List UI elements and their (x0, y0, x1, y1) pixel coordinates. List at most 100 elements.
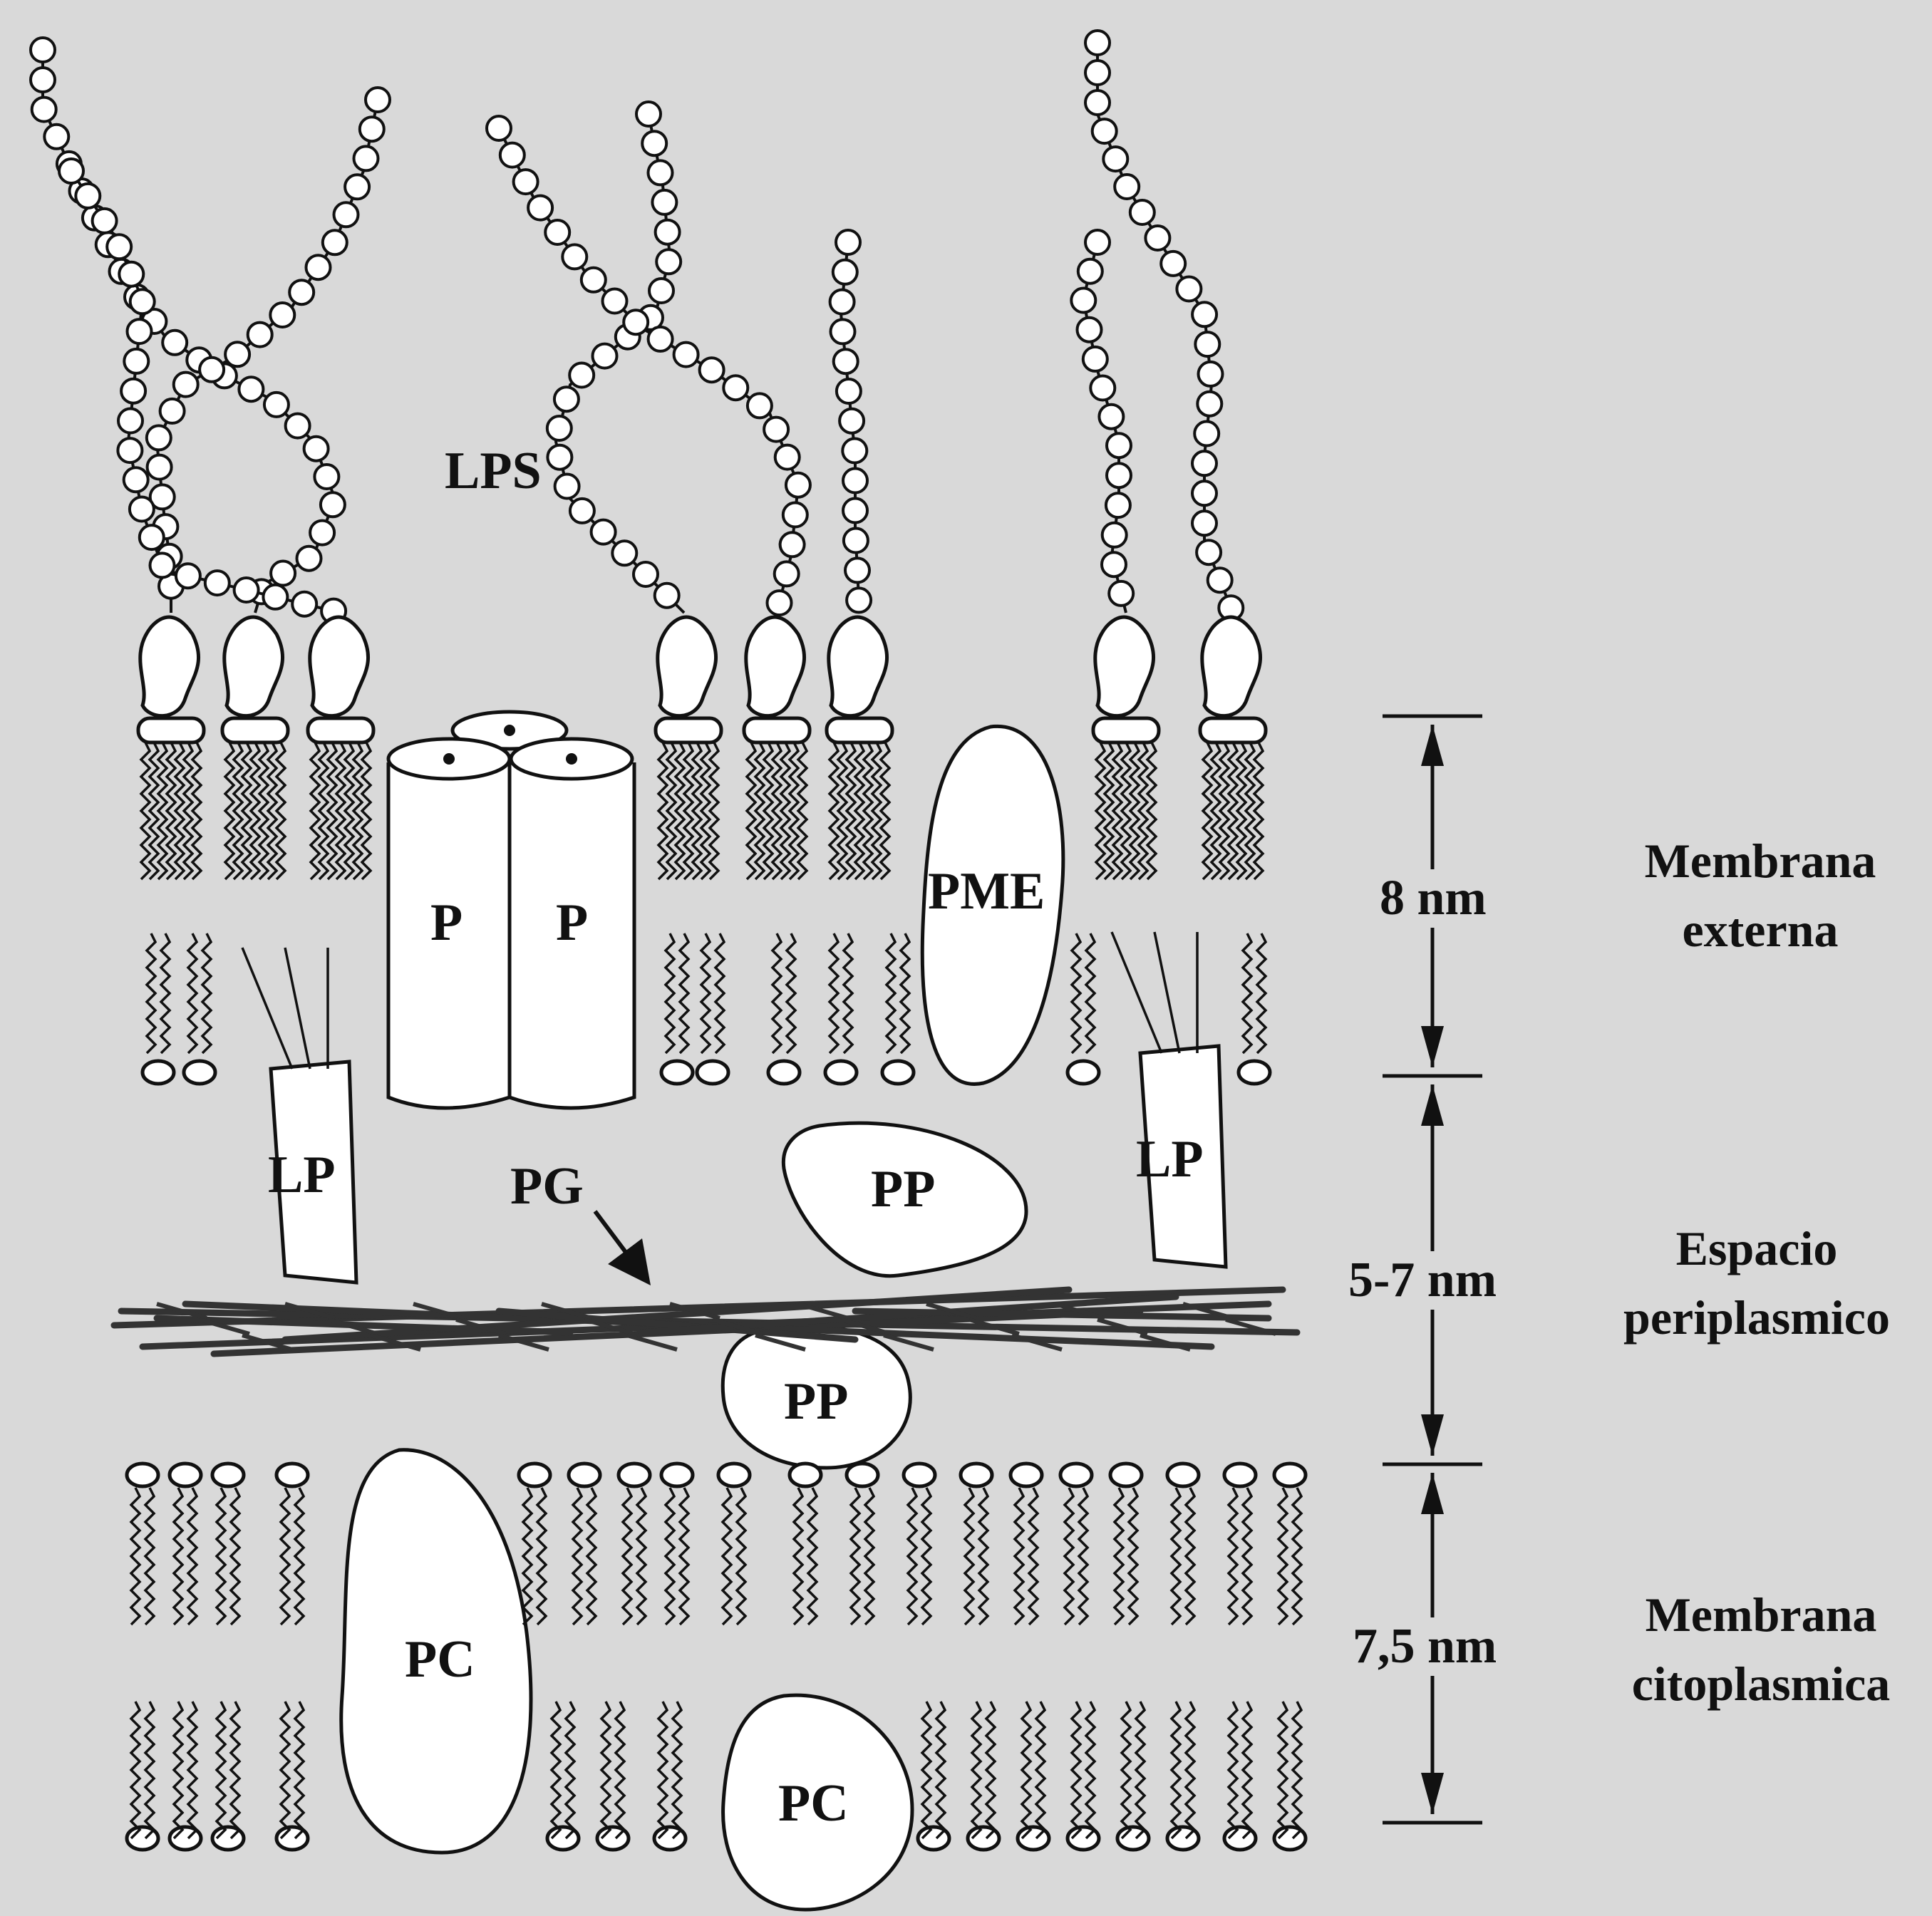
phosphate-head (1167, 1464, 1199, 1486)
lps-core (224, 617, 283, 716)
phospholipid (127, 1702, 158, 1850)
sugar-bead (842, 439, 867, 463)
sugar-bead (263, 585, 287, 609)
phosphate-head (847, 1464, 878, 1486)
fatty-acid-tail (1086, 933, 1095, 1053)
sugar-bead (366, 88, 390, 112)
sugar-bead (487, 116, 511, 140)
sugar-bead (545, 220, 569, 244)
sugar-bead (547, 445, 572, 470)
periplasm-caption: Espacio periplasmico (1582, 1214, 1931, 1352)
sugar-bead (642, 131, 666, 155)
sugar-bead (323, 230, 347, 254)
phospholipid (661, 933, 693, 1084)
inner-membrane-caption-line2: citoplasmica (1591, 1650, 1931, 1719)
sugar-bead (780, 532, 805, 556)
sugar-bead (723, 376, 748, 400)
sugar-bead (174, 373, 198, 397)
phosphate-head (1068, 1061, 1099, 1084)
sugar-bead (248, 323, 272, 347)
sugar-bead (612, 541, 636, 565)
fatty-acid-tail (147, 933, 155, 1053)
sugar-bead (528, 196, 552, 220)
phospholipid (277, 1464, 308, 1625)
sugar-bead (128, 319, 152, 343)
sugar-bead (292, 592, 316, 616)
lipid-a-head (1093, 718, 1159, 742)
sugar-bead (837, 379, 861, 403)
lipid-a-head (656, 718, 721, 742)
sugar-bead (314, 465, 339, 489)
sugar-bead (783, 503, 807, 527)
lipopolysaccharide-layer (31, 31, 1243, 623)
phospholipid (1068, 1702, 1099, 1850)
sugar-bead (833, 260, 857, 284)
cytoplasmic-protein-label-right: PC (778, 1777, 849, 1830)
fatty-acid-tail (131, 1702, 140, 1838)
sugar-bead (1103, 147, 1127, 171)
fatty-acid-tail (616, 1702, 624, 1838)
fatty-acid-tail (901, 933, 909, 1053)
phosphate-head (1060, 1464, 1092, 1486)
sugar-bead (649, 160, 673, 185)
sugar-bead (93, 209, 117, 233)
fatty-acid-tail (1257, 933, 1266, 1053)
acyl-chain (362, 742, 371, 879)
fatty-acid-tail (787, 933, 795, 1053)
phosphate-head (1274, 1464, 1306, 1486)
phospholipid (1224, 1464, 1256, 1625)
sugar-bead (1115, 175, 1139, 199)
fatty-acid-tail (295, 1488, 304, 1625)
lipid-a-head (308, 718, 373, 742)
scale-arrowhead (1421, 725, 1444, 766)
fatty-acid-tail (723, 1488, 731, 1625)
fatty-acid-tail (1293, 1702, 1301, 1838)
sugar-bead (130, 289, 155, 314)
sugar-bead (1099, 405, 1123, 429)
sugar-bead (1083, 347, 1107, 371)
lipid-a-head (744, 718, 810, 742)
lps-label: LPS (445, 445, 542, 497)
fatty-acid-tail (623, 1488, 631, 1625)
sugar-bead (205, 571, 229, 595)
porin-pore (504, 725, 515, 736)
fatty-acid-tail (174, 1488, 182, 1625)
fatty-acid-tail (145, 1488, 154, 1625)
phospholipid (825, 933, 857, 1084)
phospholipid (212, 1702, 244, 1850)
phosphate-head (127, 1464, 158, 1486)
sugar-bead (271, 561, 295, 586)
lipoprotein-anchor (1154, 932, 1179, 1053)
fatty-acid-tail (552, 1702, 560, 1838)
inner-membrane-caption-line1: Membrana (1591, 1580, 1931, 1650)
sugar-bead (119, 262, 143, 286)
phospholipid (184, 933, 215, 1084)
fatty-acid-tail (1022, 1702, 1030, 1838)
sugar-bead (636, 102, 661, 126)
fatty-acid-tail (537, 1488, 546, 1625)
sugar-bead (500, 143, 525, 167)
phospholipid (547, 1702, 579, 1850)
sugar-bead (844, 529, 868, 553)
sugar-bead (1208, 568, 1232, 592)
phosphate-head (825, 1061, 857, 1084)
sugar-bead (124, 467, 148, 492)
sugar-bead (1192, 302, 1216, 326)
o-antigen-chain (1071, 230, 1133, 613)
phospholipid (1117, 1702, 1149, 1850)
phospholipid (619, 1464, 650, 1625)
fatty-acid-tail (716, 933, 724, 1053)
acyl-chain (881, 742, 889, 879)
fatty-acid-tail (523, 1488, 532, 1625)
lipid-a-head (1200, 718, 1266, 742)
scale-arrowhead (1421, 1084, 1444, 1126)
fatty-acid-tail (908, 1488, 916, 1625)
outer-membrane-caption: Membrana externa (1596, 827, 1924, 964)
sugar-bead (655, 584, 679, 608)
fatty-acid-tail (887, 933, 895, 1053)
sugar-bead (555, 475, 579, 499)
fatty-acid-tail (1086, 1702, 1095, 1838)
sugar-bead (176, 564, 200, 588)
fatty-acid-tail (1136, 1702, 1145, 1838)
lps-molecule (222, 617, 288, 879)
